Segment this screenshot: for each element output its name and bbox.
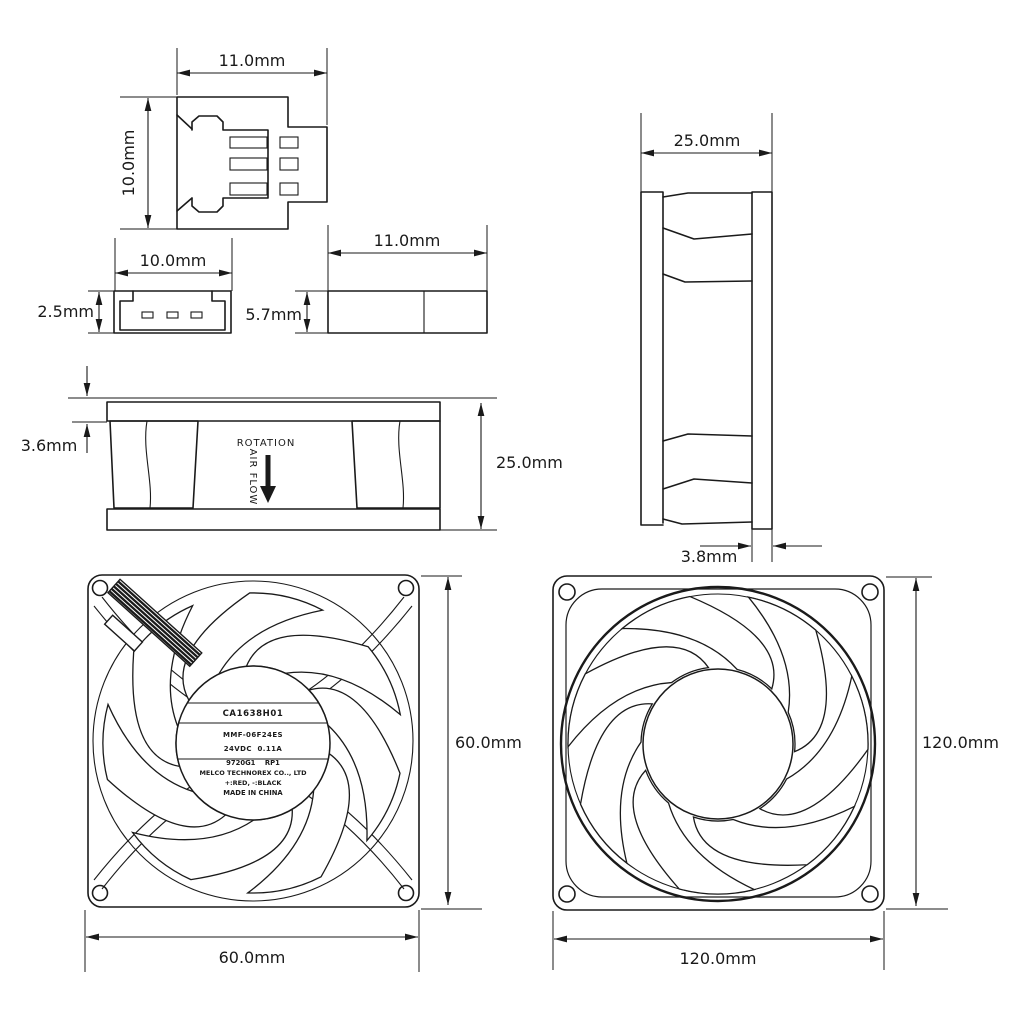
lead-wire-clip	[103, 614, 144, 652]
dimension-label-fan-depth: 25.0mm	[496, 453, 563, 472]
connector-top-view: 11.0mm 10.0mm	[119, 48, 328, 230]
plug-cavity-outline	[191, 115, 269, 213]
blade-curve	[398, 420, 405, 509]
hub-rating: 24VDC 0.11A	[224, 745, 283, 753]
plug-pin	[141, 311, 154, 319]
dimension-label-plug-front-width: 10.0mm	[140, 251, 207, 270]
dimension-label-plug-top-height: 10.0mm	[119, 130, 138, 197]
fan-frame-inner-edge	[565, 588, 872, 898]
plug-pin-slot	[229, 182, 268, 196]
dimension-label-section-depth: 25.0mm	[674, 131, 741, 150]
plug-pin	[166, 311, 179, 319]
dimension-label-plug-side-width: 11.0mm	[374, 231, 441, 250]
dimension-label-rear-width: 120.0mm	[680, 949, 757, 968]
connector-side-view: 11.0mm 5.7mm	[245, 225, 488, 334]
section-blade-edge	[662, 192, 753, 198]
mounting-hole	[861, 583, 879, 601]
hub-model-code: CA1638H01	[223, 709, 284, 719]
section-right-wall	[751, 191, 773, 530]
hub-lot-code: 9720G1 RP1	[226, 759, 280, 767]
fan-section-view: 25.0mm 3.8mm	[640, 113, 822, 566]
blade-curve	[145, 420, 152, 509]
rotation-label: ROTATION	[237, 438, 296, 449]
section-left-wall	[640, 191, 664, 526]
plug-pin-slot	[279, 182, 299, 196]
plug-pin-slot	[229, 157, 268, 171]
dimension-label-plug-top-width: 11.0mm	[219, 51, 286, 70]
mounting-hole	[91, 884, 109, 902]
venturi-circle	[92, 580, 414, 902]
fan-front-view: CA1638H01 MMF-06F24ES 24VDC 0.11A 9720G1…	[76, 560, 522, 972]
airflow-label: AIR FLOW	[247, 449, 258, 506]
hub-part-number: MMF-06F24ES	[223, 731, 283, 739]
fan-frame	[87, 574, 420, 908]
plug-side-outline	[327, 290, 488, 334]
dimension-label-fan-flange: 3.6mm	[21, 436, 78, 455]
hub-manufacturer: MELCO TECHNOREX CO.., LTD	[199, 769, 307, 777]
plug-pin-slot	[279, 136, 299, 149]
section-blade-fold	[662, 227, 753, 240]
section-blade-edge	[662, 273, 753, 283]
fan-blade-section-right	[351, 420, 441, 509]
fan-hub	[642, 668, 794, 820]
mounting-hole	[558, 885, 576, 903]
fan-frame	[552, 575, 885, 911]
fan-bottom-flange	[106, 508, 441, 531]
mounting-hole	[861, 885, 879, 903]
fan-rear-view: 120.0mm 120.0mm	[551, 565, 999, 970]
lead-wire-bundle	[106, 578, 203, 668]
section-blade-edge	[662, 433, 753, 442]
fan-side-view: 3.6mm 25.0mm ROTATION AIR FLOW	[21, 366, 563, 531]
dimension-label-front-height: 60.0mm	[455, 733, 522, 752]
fan-hub	[175, 665, 331, 821]
dimension-label-section-flange: 3.8mm	[681, 547, 738, 566]
plug-pin-slot	[229, 136, 268, 149]
plug-chamfer	[176, 197, 193, 212]
fan-top-flange	[106, 401, 441, 422]
mounting-hole	[91, 579, 109, 597]
connector-front-view: 10.0mm 2.5mm	[37, 238, 233, 334]
plug-front-cavity	[119, 290, 226, 331]
dimension-label-plug-side-height: 5.7mm	[245, 305, 302, 324]
plug-pin	[190, 311, 203, 319]
hub-wire-colors: +:RED, -:BLACK	[225, 779, 283, 787]
section-blade-fold	[662, 478, 753, 490]
mounting-hole	[397, 579, 415, 597]
plug-chamfer	[176, 114, 193, 130]
mounting-hole	[558, 583, 576, 601]
dimension-label-rear-height: 120.0mm	[922, 733, 999, 752]
dimension-label-plug-front-height: 2.5mm	[37, 302, 94, 321]
hub-origin: MADE IN CHINA	[223, 789, 283, 797]
airflow-arrow-head	[260, 486, 276, 503]
plug-front-outline	[113, 290, 232, 334]
plug-pin-slot	[279, 157, 299, 171]
plug-body-outline	[176, 96, 328, 230]
mounting-hole	[397, 884, 415, 902]
venturi-rim	[559, 585, 877, 903]
dimension-label-front-width: 60.0mm	[219, 948, 286, 967]
fan-blade-section-left	[109, 420, 199, 509]
section-blade-edge	[662, 518, 753, 525]
